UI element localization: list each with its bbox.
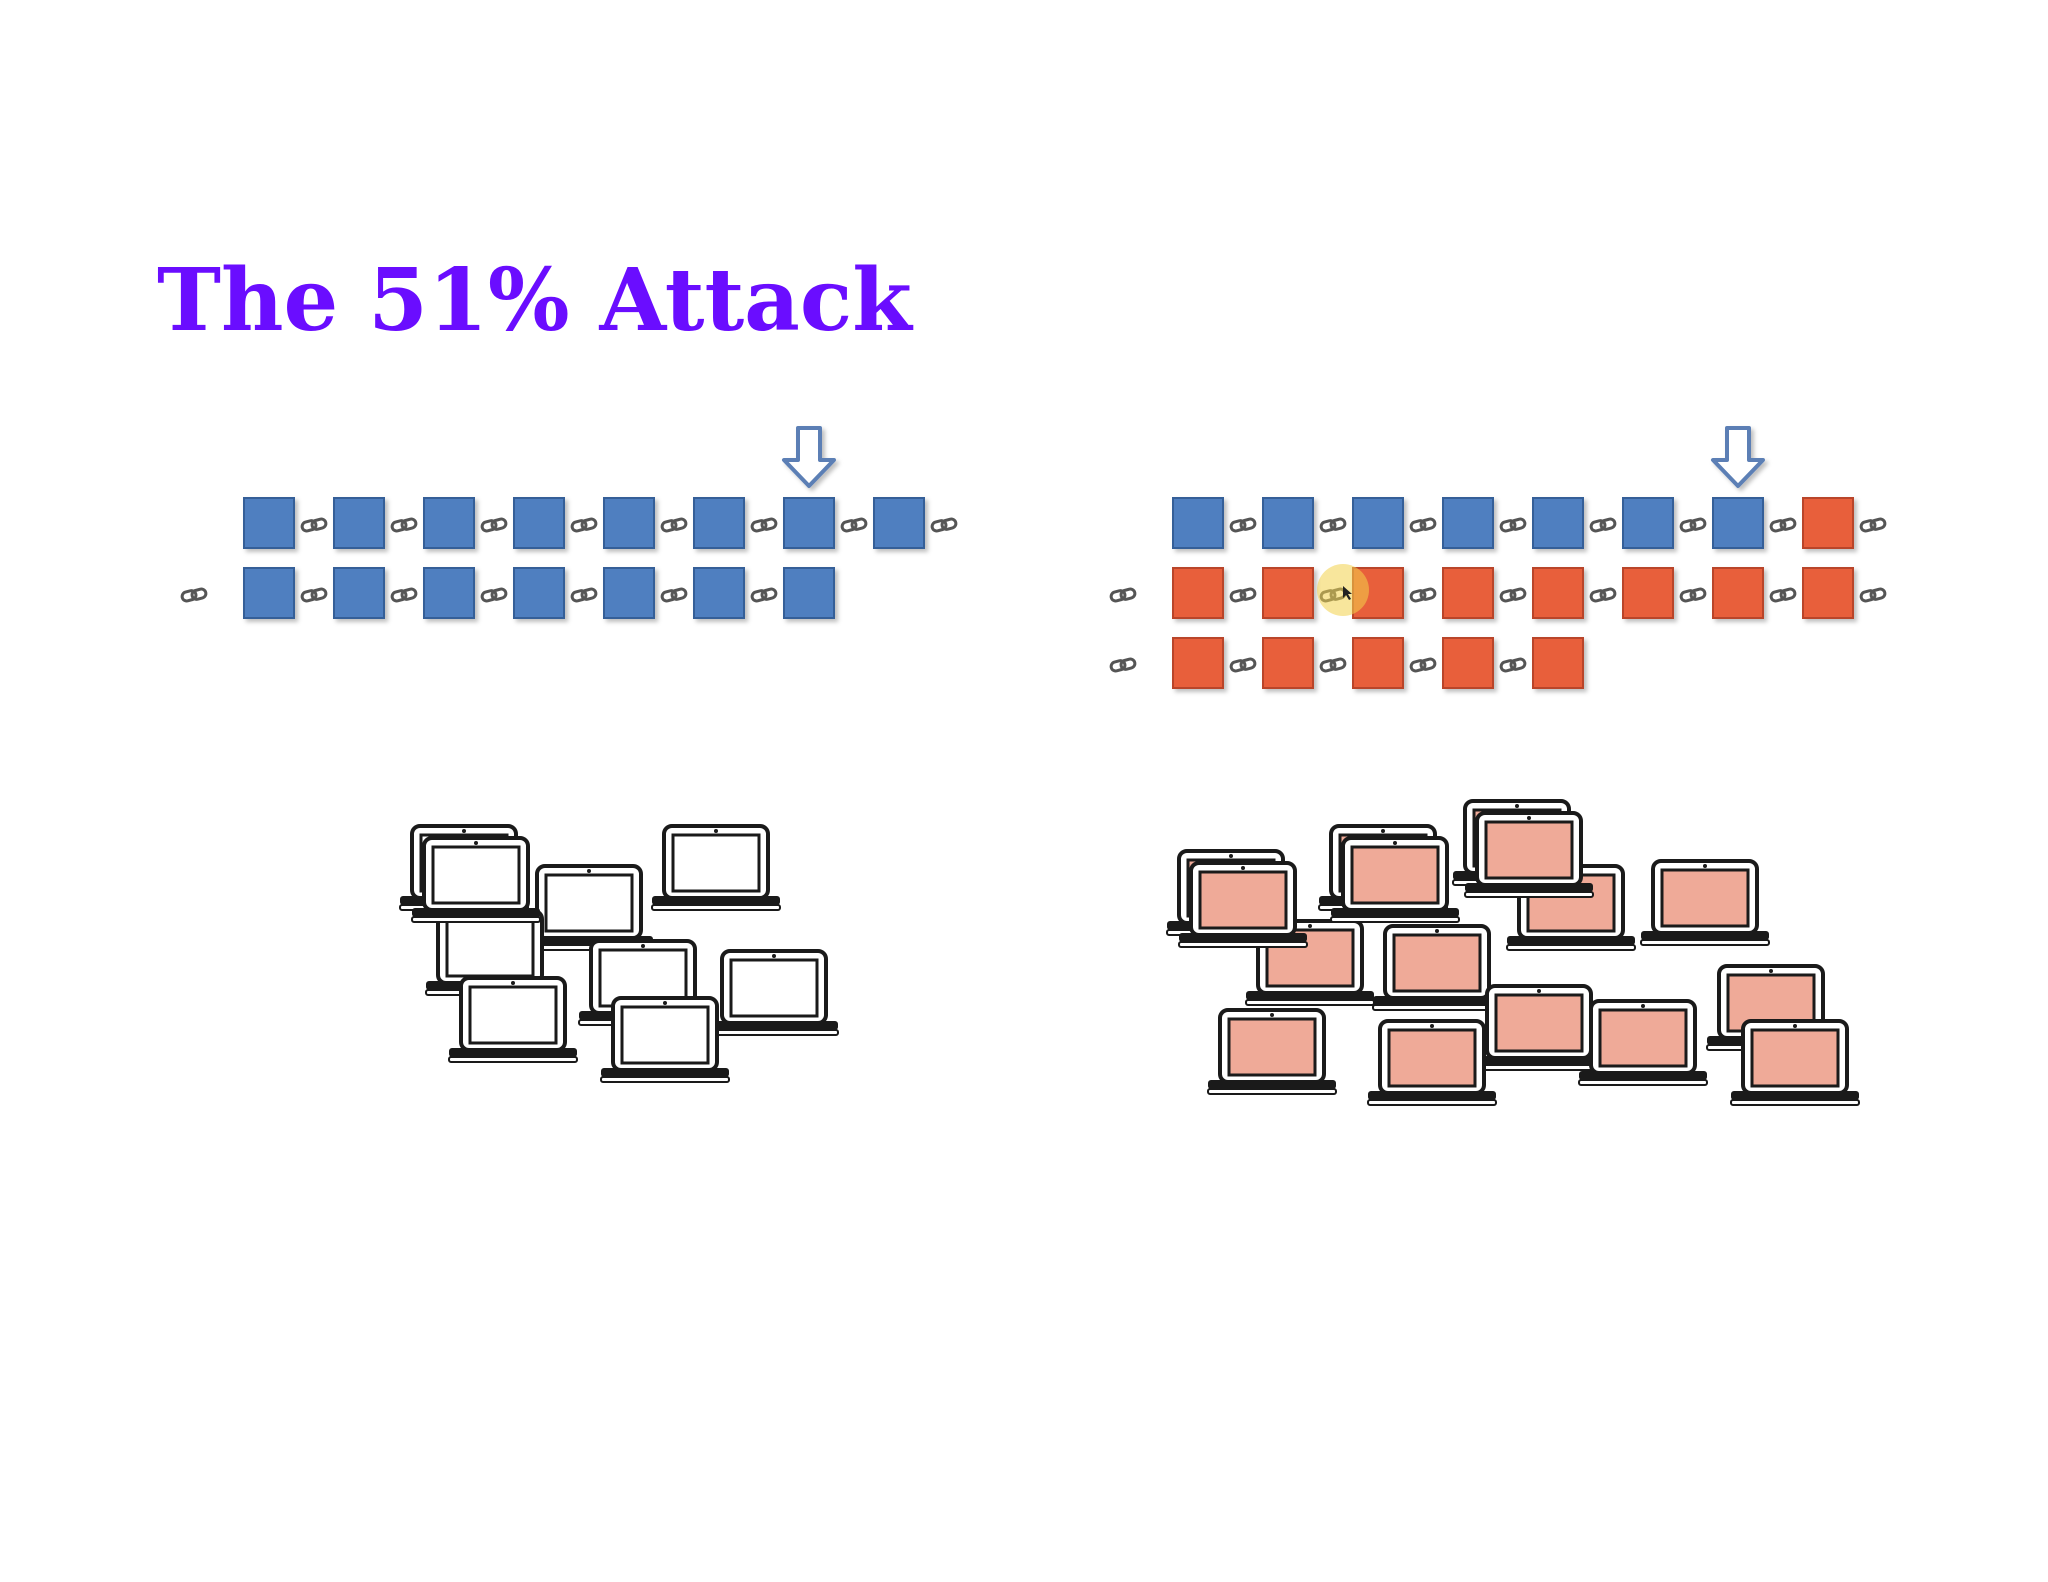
chain-link-icon [1319,517,1347,533]
honest-block-icon [1172,497,1224,549]
attacker-block-icon [1532,567,1584,619]
honest-block-icon [1352,497,1404,549]
honest-network-nodes [399,824,839,1083]
honest-block-icon [1442,497,1494,549]
chain-link-icon [840,517,868,533]
laptop-icon [1578,999,1708,1086]
laptop-icon [1330,836,1460,923]
laptop-icon [1730,1019,1860,1106]
laptop-icon [411,836,541,923]
honest-block-icon [693,497,745,549]
attacker-block-icon [1172,637,1224,689]
down-arrow-icon [1711,426,1765,488]
mouse-cursor-icon [1343,586,1352,600]
laptop-icon [1474,984,1604,1071]
chain-link-icon [480,587,508,603]
chain-link-icon [1229,517,1257,533]
laptop-icon [1178,861,1308,948]
chain-link-icon [750,587,778,603]
attacker-block-icon [1802,497,1854,549]
chain-link-icon [1109,657,1137,673]
laptop-icon [1207,1008,1337,1095]
chain-link-icon [750,517,778,533]
chain-link-icon [1769,587,1797,603]
laptop-icon [524,864,654,951]
honest-block-icon [603,497,655,549]
chain-link-icon [660,517,688,533]
chain-link-icon [1859,517,1887,533]
chain-link-icon [1229,657,1257,673]
attacker-block-icon [1622,567,1674,619]
laptop-icon [425,909,555,996]
attacker-network-nodes [1166,799,1860,1106]
chain-link-icon [1679,587,1707,603]
honest-block-icon [783,497,835,549]
chain-link-icon [1109,587,1137,603]
chain-link-icon [570,517,598,533]
chain-link-icon [1769,517,1797,533]
honest-block-icon [513,567,565,619]
attacker-block-icon [1262,637,1314,689]
chain-link-icon [1499,657,1527,673]
laptop-icon [1640,859,1770,946]
attacker-block-icon [1442,567,1494,619]
chain-link-icon [1589,517,1617,533]
honest-block-icon [1622,497,1674,549]
chain-link-icon [1589,587,1617,603]
chain-link-icon [390,517,418,533]
laptop-icon [448,976,578,1063]
attacker-block-icon [1532,637,1584,689]
down-arrow-icon [782,426,836,488]
honest-block-icon [603,567,655,619]
attacker-block-icon [1352,637,1404,689]
chain-link-icon [570,587,598,603]
chain-link-icon [1319,657,1347,673]
laptop-icon [1464,811,1594,898]
chain-link-icon [1859,587,1887,603]
honest-block-icon [513,497,565,549]
honest-block-icon [1262,497,1314,549]
honest-block-icon [783,567,835,619]
chain-link-icon [300,587,328,603]
honest-block-icon [423,567,475,619]
honest-block-icon [423,497,475,549]
attacker-block-icon [1442,637,1494,689]
chain-link-icon [1679,517,1707,533]
honest-block-icon [333,567,385,619]
attacker-block-icon [1712,567,1764,619]
chain-link-icon [1229,587,1257,603]
attacker-blockchain [1109,426,1887,689]
laptop-icon [651,824,781,911]
honest-block-icon [873,497,925,549]
chain-link-icon [1409,587,1437,603]
honest-block-icon [333,497,385,549]
laptop-icon [1367,1019,1497,1106]
honest-block-icon [1532,497,1584,549]
attacker-block-icon [1172,567,1224,619]
attacker-block-icon [1802,567,1854,619]
laptop-icon [1372,924,1502,1011]
honest-block-icon [1712,497,1764,549]
honest-block-icon [243,567,295,619]
honest-block-icon [243,497,295,549]
chain-link-icon [180,587,208,603]
honest-blockchain [180,426,958,619]
chain-link-icon [390,587,418,603]
chain-link-icon [930,517,958,533]
slide-title: The 51% Attack [157,250,912,351]
chain-link-icon [1499,587,1527,603]
honest-block-icon [693,567,745,619]
chain-link-icon [480,517,508,533]
chain-link-icon [660,587,688,603]
chain-link-icon [1409,517,1437,533]
laptop-icon [709,949,839,1036]
chain-link-icon [1409,657,1437,673]
laptop-icon [600,996,730,1083]
chain-link-icon [300,517,328,533]
chain-link-icon [1499,517,1527,533]
attacker-block-icon [1262,567,1314,619]
